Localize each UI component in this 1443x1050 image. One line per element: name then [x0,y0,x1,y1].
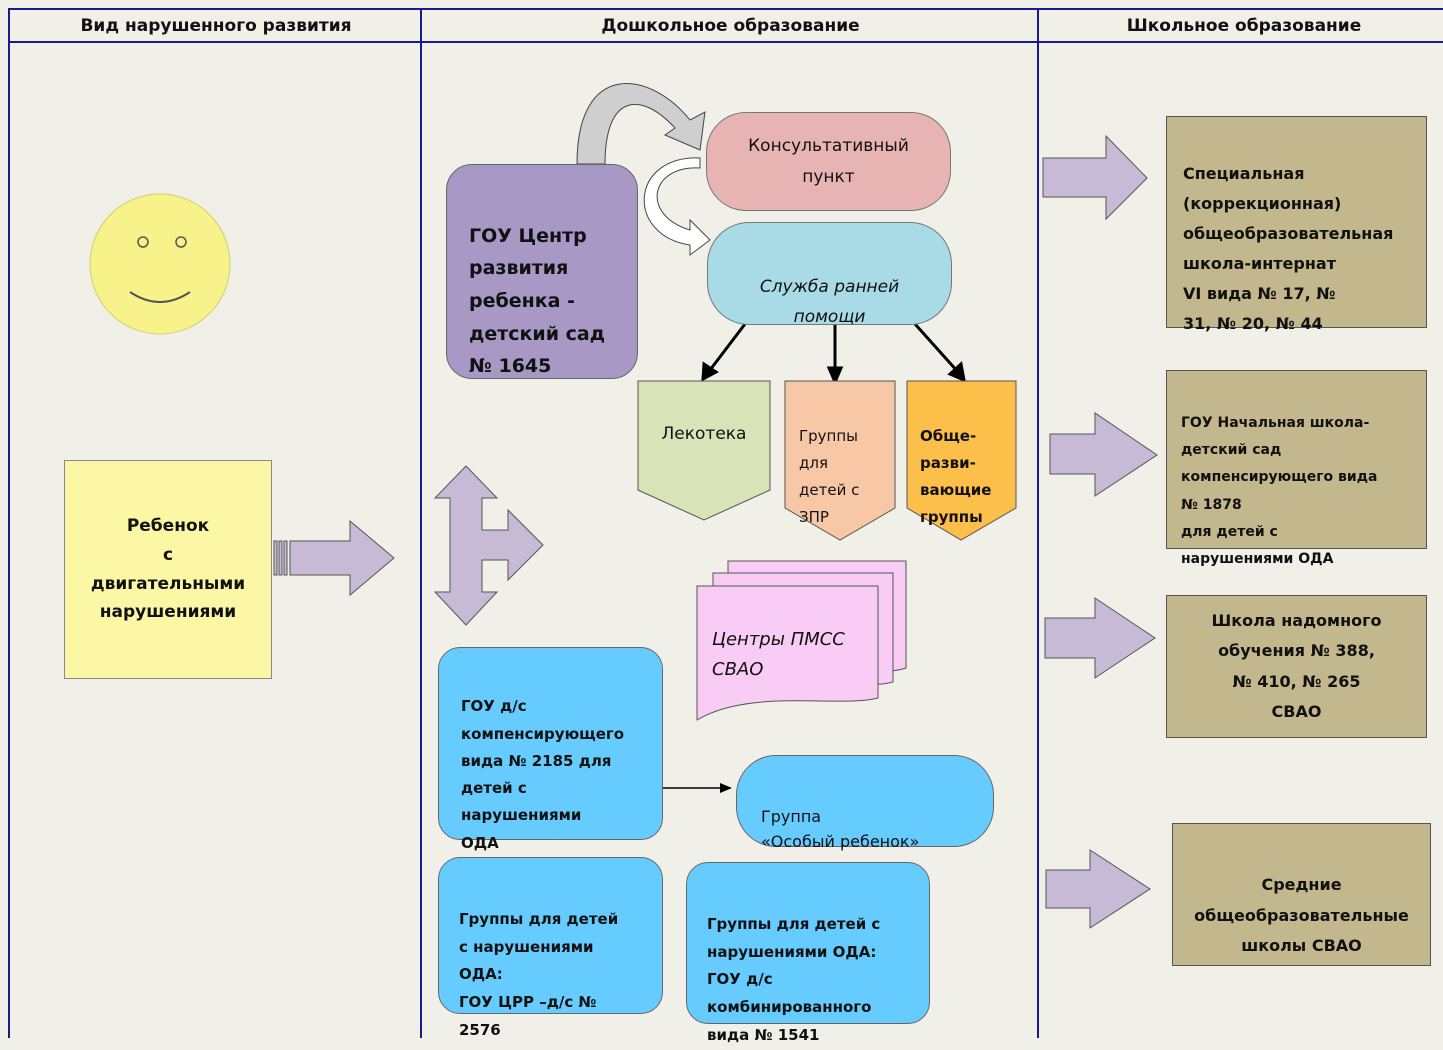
column-preschool: Дошкольное образование [420,8,1039,1038]
header-violation-type: Вид нарушенного развития [10,8,422,43]
consult-box: Консультативный пункт [706,112,951,211]
lekoteka-label: Лекотека [661,424,747,444]
header-school: Школьное образование [1039,8,1443,43]
child-box: Ребенок с двигательными нарушениями [64,460,272,679]
column-violation-type: Вид нарушенного развития [8,8,422,1038]
school-box-1878: ГОУ Начальная школа- детский сад компенс… [1166,370,1427,567]
school-box-internat: Специальная (коррекционная) общеобразова… [1166,116,1427,333]
consult-text: Консультативный пункт [748,135,909,187]
center-box: ГОУ Центр развития ребенка - детский сад… [446,164,638,379]
gou-2185-box: ГОУ д/с компенсирующего вида № 2185 для … [438,647,663,852]
groups-1541-box: Группы для детей с нарушениями ОДА: ГОУ … [686,862,930,1044]
early-help-text: Служба ранней помощи [759,276,900,328]
zpr-groups-label: Группы для детей с ЗПР [799,427,860,526]
special-group-box: Группа «Особый ребенок» [736,755,994,851]
school-box-home: Школа надомного обучения № 388, № 410, №… [1166,595,1427,738]
pmss-label: Центры ПМСС СВАО [712,628,845,681]
early-help-box: Служба ранней помощи [707,222,952,328]
child-box-text: Ребенок с двигательными нарушениями [90,515,246,623]
header-preschool: Дошкольное образование [422,8,1039,43]
groups-2576-box: Группы для детей с нарушениями ОДА: ГОУ … [438,857,663,1039]
center-box-text: ГОУ Центр развития ребенка - детский сад… [469,224,606,378]
school-box-secondary: Средние общеобразовательные школы СВАО [1172,823,1431,966]
general-groups-label: Обще- разви- вающие группы [920,427,992,526]
column-school: Школьное образование [1037,8,1443,1038]
